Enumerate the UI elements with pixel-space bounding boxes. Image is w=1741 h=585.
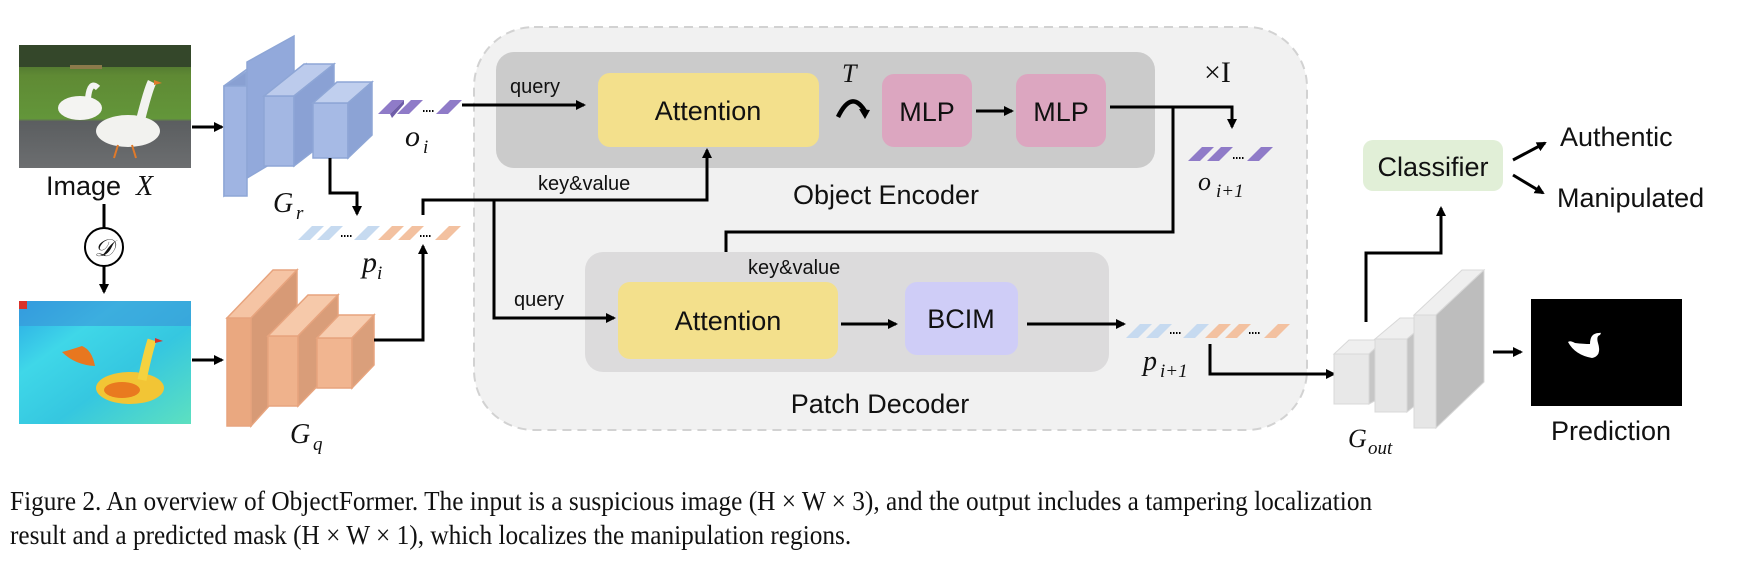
objectformer-diagram: Image X 𝒟 G r [19,26,1704,459]
bcim-block [905,282,1018,355]
object-query-label: query [510,76,560,98]
classifier-block [1363,140,1503,191]
arrow [1512,141,1547,162]
decoder-attention-block [618,282,838,359]
object-tokens-next-sub: i+1 [1216,181,1244,202]
frequency-encoder-sub: q [313,434,323,455]
arrow [1208,344,1336,379]
class-manipulated: Manipulated [1557,183,1704,213]
patch-decoder-title: Patch Decoder [791,389,970,419]
object-attention-label: Attention [655,96,762,126]
object-attention-block [598,73,819,147]
caption-line-1: Figure 2. An overview of ObjectFormer. T… [10,485,1373,516]
input-image [19,45,191,168]
frequency-encoder-label: G [290,419,310,450]
object-kv-label: key&value [538,173,630,195]
decoder-query-label: query [514,289,564,311]
classifier-label: Classifier [1377,152,1488,182]
patch-tokens-label: p [360,246,377,279]
patch-tokens [298,226,461,240]
frequency-image [19,301,191,424]
mlp-block-1 [882,74,972,147]
prediction-mask [1531,299,1682,406]
object-tokens-next-label: o [1198,167,1211,196]
object-tokens-sub: i [423,137,428,158]
mask-region [1568,332,1601,358]
loop-label: T [842,59,858,88]
decoder-attention-label: Attention [675,306,782,336]
object-tokens [378,100,462,118]
arrow [1512,173,1545,195]
object-tokens-label: o [405,120,420,153]
prediction-label: Prediction [1551,416,1671,446]
object-tokens-next [1188,147,1273,161]
arrow [374,244,428,342]
mlp-2-label: MLP [1033,97,1089,127]
loop-arrowhead-icon [859,109,870,119]
output-decoder [1332,268,1486,430]
mlp-1-label: MLP [899,97,955,127]
arrow [328,158,362,216]
output-decoder-label: G [1348,424,1367,453]
image-variable: X [135,171,154,202]
frequency-encoder [225,268,376,428]
rgb-encoder-label: G [273,188,293,219]
object-encoder-title: Object Encoder [793,180,979,210]
patch-tokens-next-sub: i+1 [1160,361,1188,382]
mlp-block-2 [1016,74,1106,147]
arrow [1110,105,1237,129]
caption-line-2: result and a predicted mask (H × W × 1),… [10,519,852,550]
bcim-label: BCIM [927,304,995,334]
patch-tokens-sub: i [377,263,382,284]
rgb-encoder-sub: r [296,203,304,224]
repeat-label: ×I [1204,56,1231,89]
arrow [1364,206,1446,322]
patch-tokens-next [1126,324,1290,338]
rgb-encoder [223,34,374,198]
image-label: Image [46,171,121,201]
output-decoder-sub: out [1368,438,1393,459]
loop-icon [835,99,868,119]
patch-tokens-next-label: p [1141,346,1157,377]
decoder-kv-label: key&value [748,257,840,279]
arrow [492,200,616,323]
class-authentic: Authentic [1560,122,1673,152]
arrow [421,148,712,215]
figure-caption: Figure 2. An overview of ObjectFormer. T… [10,484,1597,552]
